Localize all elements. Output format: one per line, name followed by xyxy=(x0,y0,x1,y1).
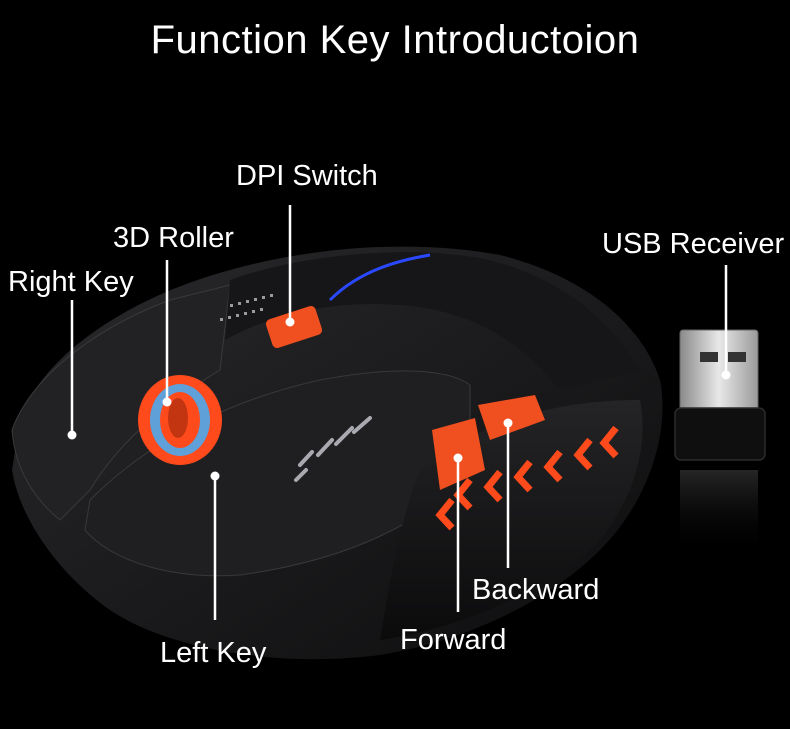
scroll-wheel xyxy=(138,375,222,465)
page-title: Function Key Introductoion xyxy=(150,18,640,62)
usb-receiver xyxy=(674,329,766,556)
label-usb-receiver: USB Receiver xyxy=(602,228,785,260)
label-3d-roller: 3D Roller xyxy=(113,222,234,254)
label-forward: Forward xyxy=(400,624,507,656)
label-dpi-switch: DPI Switch xyxy=(236,160,378,192)
dpi-switch-button xyxy=(265,306,323,348)
label-backward: Backward xyxy=(472,574,600,606)
callout-lines xyxy=(70,205,728,620)
callout-dots xyxy=(67,317,731,481)
mouse-body xyxy=(11,246,663,660)
label-left-key: Left Key xyxy=(160,637,267,669)
label-right-key: Right Key xyxy=(8,266,134,298)
